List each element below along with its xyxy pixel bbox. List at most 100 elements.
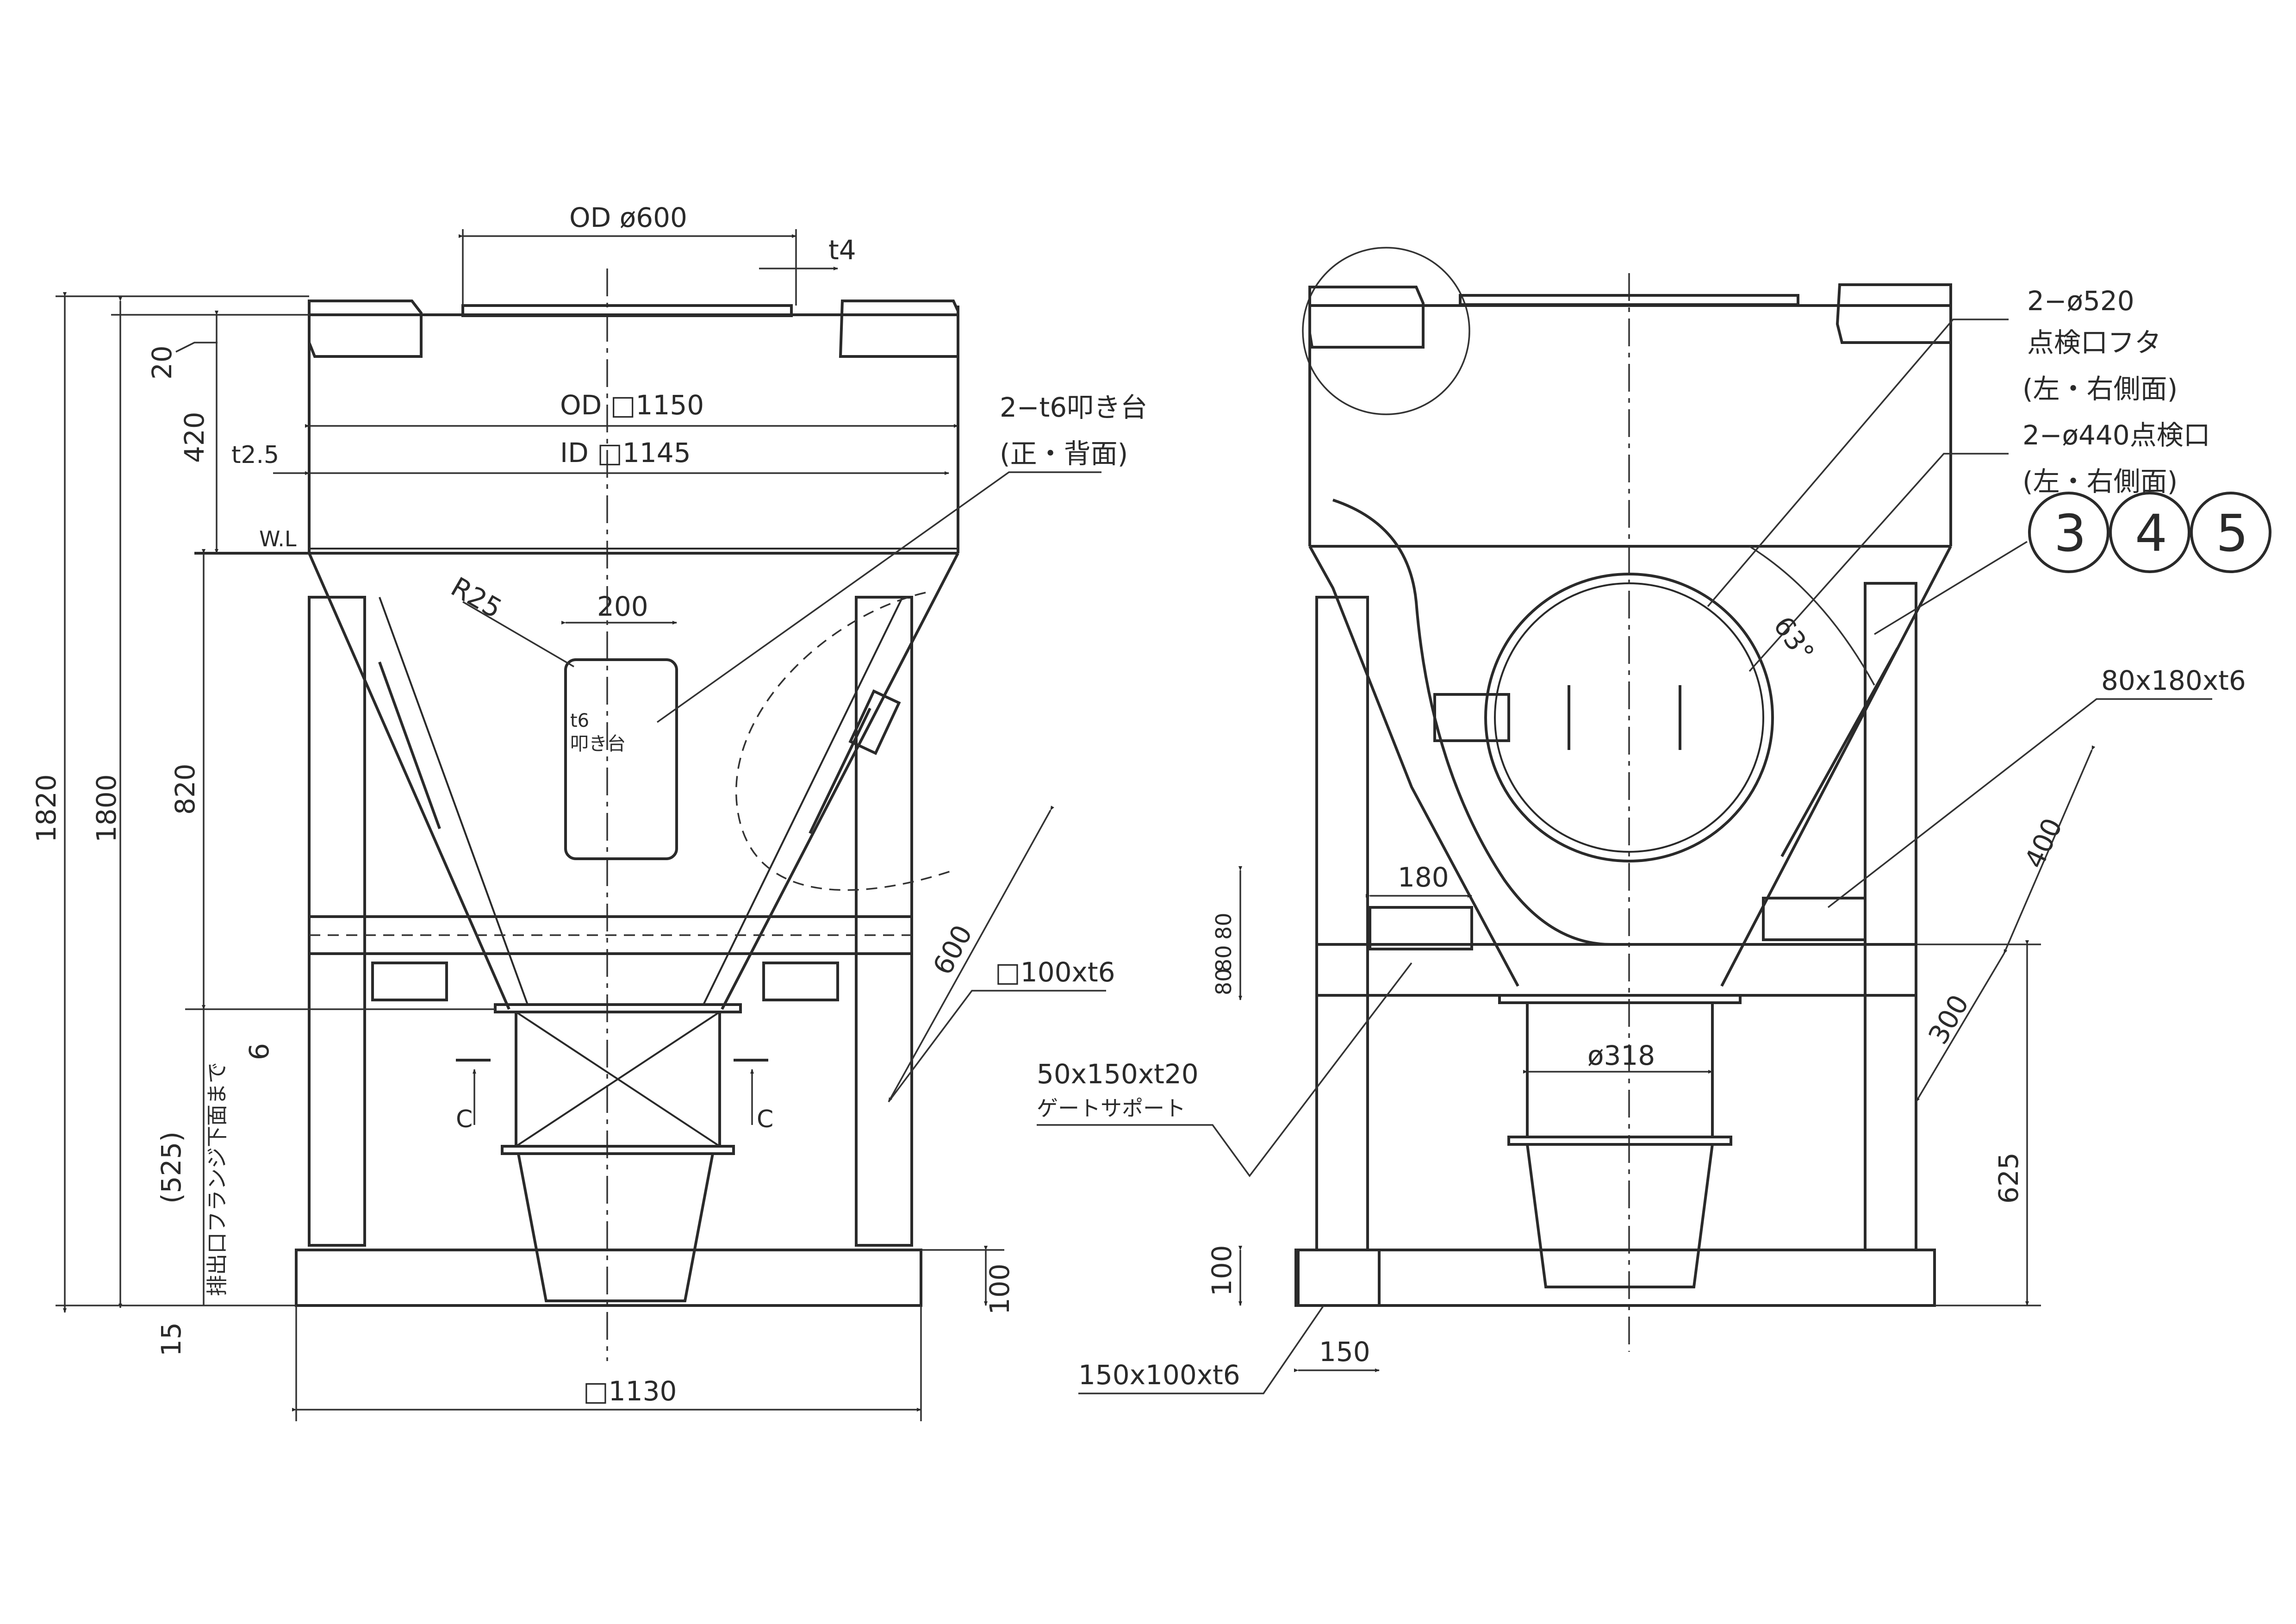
label-dim-625: 625 [1993, 1152, 2024, 1204]
label-item-5: 5 [2216, 504, 2248, 563]
hopper-right-slope [721, 552, 959, 1010]
frame-post-left [308, 596, 366, 1247]
label-base-150x100: 150x100xt6 [1078, 1359, 1240, 1391]
lifting-lug-right [839, 300, 959, 358]
label-t4: t4 [828, 234, 856, 266]
label-gate-support-2: ゲートサポート [1037, 1096, 1186, 1121]
label-dim-200: 200 [597, 591, 648, 622]
lifting-lug-left-r [1308, 286, 1425, 349]
base-frame [295, 1249, 922, 1307]
label-dim-6: 6 [243, 1043, 275, 1060]
leader-port [1748, 453, 2009, 672]
label-gate-support-1: 50x150xt20 [1037, 1058, 1199, 1090]
label-plate-note-1: 2−t6叩き台 [1000, 392, 1147, 423]
label-plate-t6: t6 [570, 710, 589, 731]
label-item-3: 3 [2054, 504, 2086, 563]
label-id-1145: ID □1145 [560, 437, 691, 468]
label-dim-318: ø318 [1587, 1040, 1655, 1071]
dim-line-300 [1915, 953, 2005, 1102]
side-handle [848, 689, 901, 756]
leader-balloons [1874, 541, 2028, 635]
label-dim-420: 420 [179, 412, 210, 463]
brace-right-1 [809, 707, 871, 834]
leader-80x180 [1827, 698, 2212, 908]
lifting-lug-right-r [1836, 283, 1952, 344]
label-plate-tataki: 叩き台 [570, 733, 626, 755]
leader-plate-note [656, 471, 1101, 723]
label-outlet-note: 排出口フランジ下面まで [205, 1062, 230, 1296]
label-rect-80x180: 80x180xt6 [2101, 665, 2246, 696]
front-elevation-view: OD ø600 t4 20 420 820 1820 1800 (525) 排出… [31, 202, 1147, 1421]
hidden-arc [735, 592, 954, 891]
label-cover-2: 点検口フタ [2027, 327, 2161, 358]
label-dim-80a: 80 [1211, 912, 1236, 940]
label-dim-300: 300 [1922, 989, 1975, 1049]
balloon-4 [2109, 492, 2190, 573]
label-dim-150: 150 [1319, 1336, 1370, 1368]
label-section-c-left: C [456, 1106, 473, 1133]
label-water-line: W.L [259, 526, 297, 551]
balloon-3 [2028, 492, 2109, 573]
frame-post-left-r [1315, 596, 1369, 1251]
hinge-plate [1433, 693, 1510, 742]
inspection-port-inner [1494, 582, 1764, 853]
label-dim-1800: 1800 [91, 774, 122, 843]
label-dim-820: 820 [169, 763, 201, 815]
outlet-chute-r [1525, 1143, 1714, 1288]
label-port-1: 2−ø440点検口 [2022, 419, 2210, 451]
label-section-c-right: C [757, 1106, 773, 1133]
label-dim-525: (525) [156, 1131, 187, 1204]
label-dim-1130: □1130 [583, 1375, 677, 1407]
label-dim-100: 100 [984, 1263, 1015, 1315]
outlet-chute [516, 1152, 715, 1302]
label-dim-600: 600 [927, 920, 978, 980]
balloon-5 [2190, 492, 2271, 573]
angle-arc-63 [1749, 545, 1875, 686]
label-t25: t2.5 [231, 441, 279, 469]
hopper-left-slope [308, 552, 510, 1010]
label-sq-100: □100xt6 [995, 956, 1115, 988]
lifting-lug-left [308, 300, 423, 358]
hopper-left-r [1308, 545, 1519, 987]
inspection-port-outer [1484, 573, 1774, 862]
brace-left-1 [378, 661, 441, 830]
label-dim-80c: 80 [1211, 968, 1236, 995]
label-dim-20: 20 [146, 345, 178, 380]
dim-line-400 [2003, 745, 2096, 954]
hopper-inner-right [703, 597, 903, 1005]
brace-r [1780, 647, 1899, 857]
leader-gate-support [1037, 962, 1412, 1177]
inspection-plate [564, 658, 678, 860]
leader-20 [175, 342, 218, 353]
detail-circle [1302, 247, 1470, 415]
leader-150x100 [1078, 1305, 1325, 1394]
label-dim-100-r: 100 [1206, 1245, 1238, 1296]
label-dim-180: 180 [1398, 862, 1449, 893]
dim-line-600 [888, 806, 1054, 1102]
label-od-600: OD ø600 [569, 202, 687, 233]
label-dim-80b: 80 [1211, 945, 1236, 972]
hopper-right-r [1720, 545, 1952, 987]
hopper-inner-left [379, 597, 529, 1005]
label-item-4: 4 [2135, 504, 2167, 563]
label-cover-3: (左・右側面) [2022, 373, 2178, 405]
leader-cover [1707, 319, 2009, 607]
frame-box-left [371, 962, 448, 1001]
leader-r25 [462, 601, 574, 668]
frame-box-right [762, 962, 839, 1001]
rect-180 [1369, 906, 1473, 950]
gate-cross-2 [515, 1011, 721, 1147]
hopper-sweep [1332, 499, 1611, 946]
label-dim-15: 15 [156, 1322, 187, 1356]
label-cover-1: 2−ø520 [2027, 285, 2134, 317]
label-od-1150: OD □1150 [560, 389, 704, 421]
rect-80x180 [1762, 897, 1867, 941]
side-elevation-view: 2−ø520 点検口フタ (左・右側面) 2−ø440点検口 (左・右側面) 3… [1037, 247, 2271, 1394]
label-port-2: (左・右側面) [2022, 466, 2178, 497]
label-dim-1820: 1820 [31, 774, 62, 843]
base-frame-r [1294, 1249, 1936, 1307]
leader-sq100 [888, 990, 1106, 1103]
label-angle-63: 63° [1767, 611, 1821, 668]
label-r25: R25 [446, 571, 507, 625]
